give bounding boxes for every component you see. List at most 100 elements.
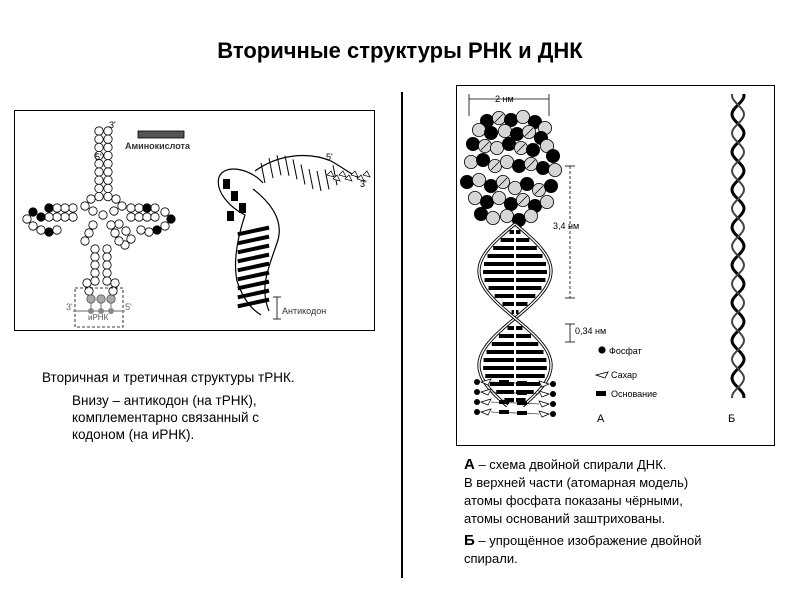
nucleotide — [95, 192, 103, 200]
helix-strand-a — [479, 224, 551, 406]
phosphate-atom — [512, 159, 525, 172]
nucleotide — [85, 229, 93, 237]
base-pair — [484, 358, 514, 362]
nucleotide — [127, 213, 135, 221]
nucleotide — [122, 227, 130, 235]
nucleotide — [145, 228, 153, 236]
nucleotide — [111, 279, 119, 287]
base-pair — [516, 310, 518, 314]
nucleotide — [29, 208, 37, 216]
base-pair — [484, 262, 514, 266]
tertiary-base-pair — [237, 235, 269, 246]
base-pair — [516, 230, 520, 234]
nucleotide — [103, 245, 111, 253]
base-pair — [483, 366, 514, 370]
dna-caption-line-4: атомы оснований заштрихованы. — [464, 510, 784, 528]
nucleotide — [127, 204, 135, 212]
nucleotide — [83, 279, 91, 287]
amino-acid-bar — [138, 131, 184, 138]
base-pair — [512, 310, 514, 314]
base-pair — [493, 246, 514, 250]
base-pair — [516, 286, 541, 290]
base-atom — [500, 209, 513, 222]
nucleotide — [137, 226, 145, 234]
phosphate-legend-icon — [598, 346, 605, 353]
nucleotide — [103, 253, 111, 261]
nucleotide — [153, 226, 161, 234]
nucleotide — [103, 261, 111, 269]
nucleotide — [161, 208, 169, 216]
phosphate — [474, 379, 480, 385]
base-pair — [516, 270, 547, 274]
tertiary-base — [227, 211, 234, 221]
phosphate — [474, 399, 480, 405]
simple-strand-a — [732, 94, 744, 398]
phosphate-atom — [544, 179, 557, 192]
trna-caption-line-3: комплементарно связанный с — [72, 409, 382, 426]
trna-tertiary-structure — [218, 155, 370, 315]
base-pair — [495, 294, 514, 298]
tertiary-base — [223, 179, 230, 189]
dna-caption-a-letter: А — [464, 456, 475, 473]
base-pair — [516, 342, 538, 346]
nucleotide — [161, 222, 169, 230]
base-pair — [483, 270, 514, 274]
trna-caption-line-1: Вторичная и третичная структуры тРНК. — [42, 369, 382, 386]
sugar — [481, 389, 491, 395]
nucleotide — [103, 277, 111, 285]
nucleotide — [45, 204, 53, 212]
tertiary-base-pair — [237, 298, 269, 309]
base-pair — [508, 326, 514, 330]
nucleotide — [104, 151, 112, 159]
nucleotide — [95, 135, 103, 143]
tertiary-base-pair — [237, 253, 269, 264]
nucleotide — [143, 204, 151, 212]
base-atom — [516, 110, 529, 123]
base-atom — [540, 195, 553, 208]
dna-caption-b-text: – упрощённое изображение двойной — [475, 533, 702, 548]
nucleotide — [103, 269, 111, 277]
nucleotide — [104, 143, 112, 151]
dna-atomic-model — [460, 110, 561, 226]
anticodon-label: Антикодон — [282, 306, 326, 316]
base-atom — [498, 124, 511, 137]
nucleotide — [91, 269, 99, 277]
base-pair — [487, 350, 514, 354]
base-atom — [524, 209, 537, 222]
amino-acid-label: Аминокислота — [125, 141, 191, 151]
base-atom — [500, 155, 513, 168]
nucleotide — [115, 220, 123, 228]
base-atom — [486, 211, 499, 224]
nucleotide — [95, 168, 103, 176]
nucleotide — [151, 204, 159, 212]
phosphate — [474, 409, 480, 415]
trna-3prime-top-label: 3' — [109, 120, 116, 130]
trna-caption-detail: Внизу – антикодон (на тРНК), комплемента… — [42, 392, 382, 443]
base-pair — [510, 230, 514, 234]
phosphate — [550, 401, 556, 407]
base-atom — [490, 141, 503, 154]
base-pair — [501, 238, 514, 242]
dna-caption-b-letter: Б — [464, 532, 475, 549]
dna-figure: 2 нм 3,4 нм 0,34 нм Фосфат Сахар Основан… — [456, 85, 775, 446]
base-pair — [516, 350, 543, 354]
nucleotide — [104, 135, 112, 143]
base-pair — [516, 334, 531, 338]
phosphate-atom — [502, 137, 515, 150]
dna-caption-line-6: спирали. — [464, 550, 784, 568]
nucleotide — [69, 213, 77, 221]
base-pair — [489, 286, 514, 290]
dna-diagram: 2 нм 3,4 нм 0,34 нм Фосфат Сахар Основан… — [457, 86, 774, 445]
legend-base: Основание — [611, 389, 657, 399]
base-pair — [516, 294, 535, 298]
base-atom — [464, 155, 477, 168]
trna-5prime-top-label: 5' — [95, 152, 102, 162]
nucleotide — [91, 253, 99, 261]
tertiary-base — [231, 191, 238, 201]
nucleotide — [61, 213, 69, 221]
dna-caption-a-text: – схема двойной спирали ДНК. — [475, 457, 667, 472]
nucleotide — [135, 213, 143, 221]
nucleotide — [37, 213, 45, 221]
nucleotide — [110, 207, 118, 215]
mrna-label: иРНК — [88, 313, 109, 322]
